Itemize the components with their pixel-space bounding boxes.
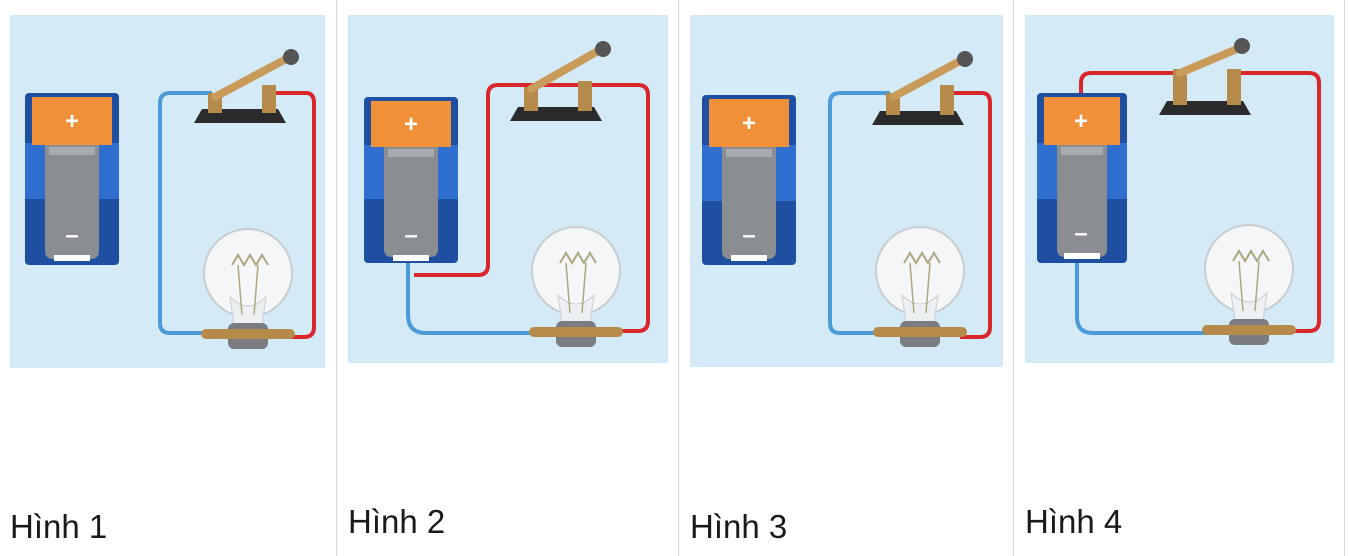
- red-wire: [586, 83, 650, 333]
- battery-minus-label: –: [742, 222, 755, 249]
- column-divider: [678, 0, 679, 556]
- figure-2-panel: + –: [348, 15, 668, 363]
- switch-icon: [872, 51, 973, 125]
- battery-icon: + –: [702, 95, 796, 265]
- red-wire: [268, 91, 316, 339]
- figure-4-panel: + –: [1025, 15, 1334, 363]
- figure-1-caption: Hình 1: [10, 508, 108, 545]
- column-divider: [336, 0, 337, 556]
- red-wire: [946, 91, 992, 339]
- battery-minus-label: –: [65, 222, 78, 249]
- battery-icon: + –: [25, 93, 119, 265]
- light-bulb-icon: [529, 226, 623, 347]
- figure-2-caption: Hình 2: [348, 503, 446, 540]
- switch-icon: [1159, 38, 1251, 115]
- battery-icon: + –: [1037, 93, 1127, 263]
- light-bulb-icon: [201, 228, 295, 349]
- blue-wire: [1075, 261, 1209, 335]
- figure-4-caption: Hình 4: [1025, 503, 1123, 540]
- battery-icon: + –: [364, 97, 458, 263]
- red-wire: [1079, 71, 1175, 95]
- battery-minus-label: –: [1074, 220, 1087, 247]
- switch-icon: [194, 49, 299, 123]
- figure-4-circuit: + –: [1037, 38, 1321, 345]
- battery-plus-label: +: [404, 111, 418, 138]
- switch-icon: [510, 41, 611, 121]
- red-wire: [1231, 71, 1321, 333]
- battery-plus-label: +: [742, 110, 756, 137]
- column-divider: [1344, 0, 1345, 556]
- figure-1-panel: + –: [10, 15, 325, 368]
- figure-3-circuit: + –: [702, 51, 992, 347]
- blue-wire: [158, 91, 212, 335]
- blue-wire: [828, 91, 890, 335]
- figure-3-caption: Hình 3: [690, 508, 788, 545]
- battery-minus-label: –: [404, 222, 417, 249]
- column-divider: [1013, 0, 1014, 556]
- figure-2-circuit: + –: [364, 41, 650, 347]
- blue-wire: [406, 261, 538, 335]
- figure-3-panel: + –: [690, 15, 1003, 367]
- red-wire: [414, 83, 592, 277]
- light-bulb-icon: [873, 226, 967, 347]
- battery-plus-label: +: [1074, 108, 1088, 135]
- battery-plus-label: +: [65, 108, 79, 135]
- figure-1-circuit: + –: [25, 49, 316, 349]
- light-bulb-icon: [1202, 224, 1296, 345]
